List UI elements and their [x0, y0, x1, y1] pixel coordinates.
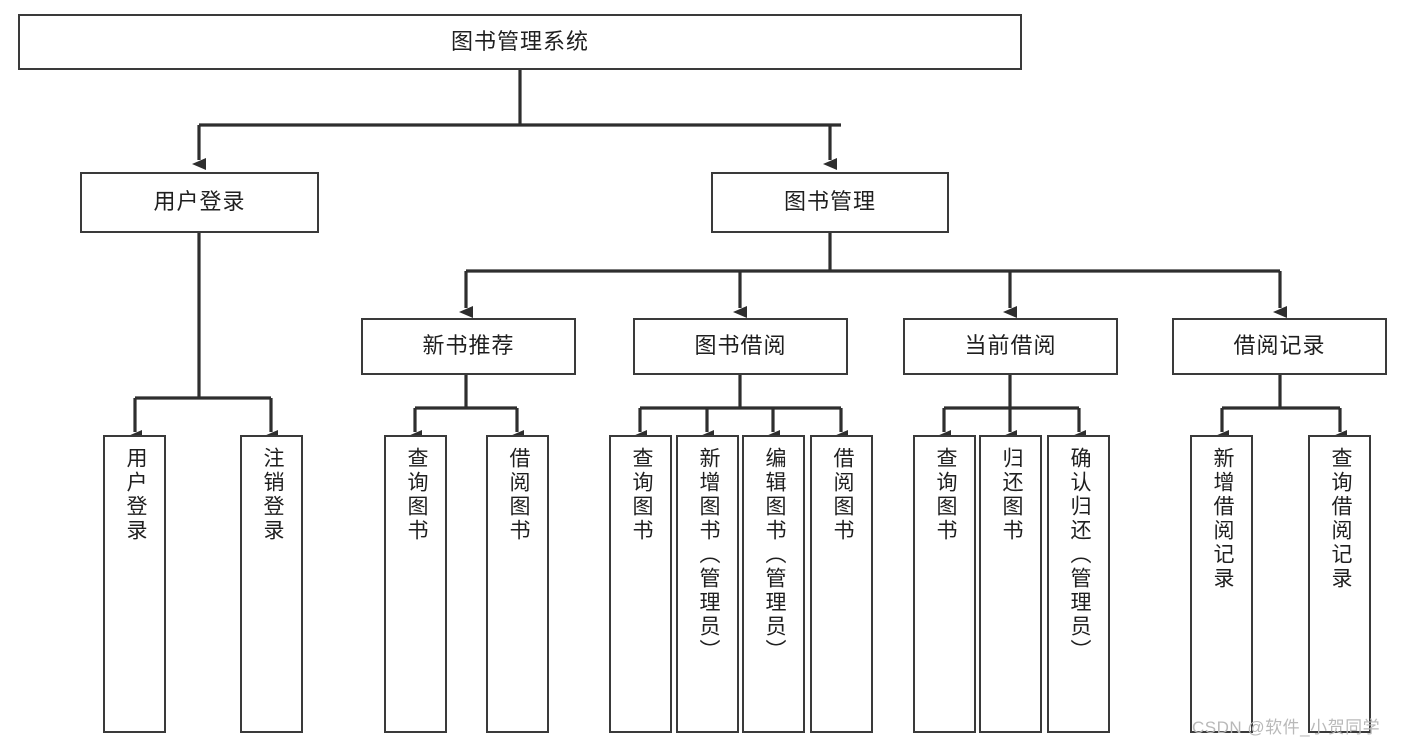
node-book-borrow[interactable]: 图书借阅 — [633, 318, 848, 375]
node-book-borrow-label: 图书借阅 — [694, 333, 787, 359]
leaf-user-login[interactable]: 用户登录 — [103, 435, 166, 733]
leaf-query-borrow-record[interactable]: 查询借阅记录 — [1308, 435, 1371, 733]
node-new-book-recommend-label: 新书推荐 — [422, 333, 515, 359]
leaf-add-book-admin-label: 新增图书（管理员） — [696, 447, 720, 663]
leaf-user-login-label: 用户登录 — [123, 447, 147, 543]
node-user-login-label: 用户登录 — [153, 189, 246, 215]
leaf-edit-book-admin-label: 编辑图书（管理员） — [762, 447, 786, 663]
node-borrow-record-label: 借阅记录 — [1233, 333, 1326, 359]
leaf-return-book-label: 归还图书 — [999, 447, 1023, 543]
node-user-login[interactable]: 用户登录 — [80, 172, 319, 233]
node-root[interactable]: 图书管理系统 — [18, 14, 1022, 70]
leaf-logout-label: 注销登录 — [260, 447, 284, 543]
leaf-query-borrow-record-label: 查询借阅记录 — [1328, 447, 1352, 591]
node-borrow-record[interactable]: 借阅记录 — [1172, 318, 1387, 375]
leaf-borrow-book[interactable]: 借阅图书 — [810, 435, 873, 733]
leaf-logout[interactable]: 注销登录 — [240, 435, 303, 733]
node-root-label: 图书管理系统 — [450, 28, 589, 54]
leaf-query-book-current-label: 查询图书 — [933, 447, 957, 543]
node-new-book-recommend[interactable]: 新书推荐 — [361, 318, 576, 375]
watermark: CSDN @软件_小贺同学 — [1192, 718, 1381, 737]
leaf-return-book[interactable]: 归还图书 — [979, 435, 1042, 733]
leaf-add-borrow-record[interactable]: 新增借阅记录 — [1190, 435, 1253, 733]
leaf-query-book-borrow-label: 查询图书 — [629, 447, 653, 543]
leaf-query-book-rec[interactable]: 查询图书 — [384, 435, 447, 733]
leaf-query-book-borrow[interactable]: 查询图书 — [609, 435, 672, 733]
leaf-confirm-return-admin[interactable]: 确认归还（管理员） — [1047, 435, 1110, 733]
node-current-borrow-label: 当前借阅 — [964, 333, 1057, 359]
leaf-borrow-book-rec[interactable]: 借阅图书 — [486, 435, 549, 733]
node-book-management-label: 图书管理 — [783, 189, 876, 215]
leaf-borrow-book-rec-label: 借阅图书 — [506, 447, 530, 543]
node-current-borrow[interactable]: 当前借阅 — [903, 318, 1118, 375]
leaf-confirm-return-admin-label: 确认归还（管理员） — [1067, 447, 1091, 663]
leaf-add-book-admin[interactable]: 新增图书（管理员） — [676, 435, 739, 733]
leaf-query-book-current[interactable]: 查询图书 — [913, 435, 976, 733]
leaf-edit-book-admin[interactable]: 编辑图书（管理员） — [742, 435, 805, 733]
leaf-borrow-book-label: 借阅图书 — [830, 447, 854, 543]
leaf-query-book-rec-label: 查询图书 — [404, 447, 428, 543]
leaf-add-borrow-record-label: 新增借阅记录 — [1210, 447, 1234, 591]
node-book-management[interactable]: 图书管理 — [711, 172, 949, 233]
